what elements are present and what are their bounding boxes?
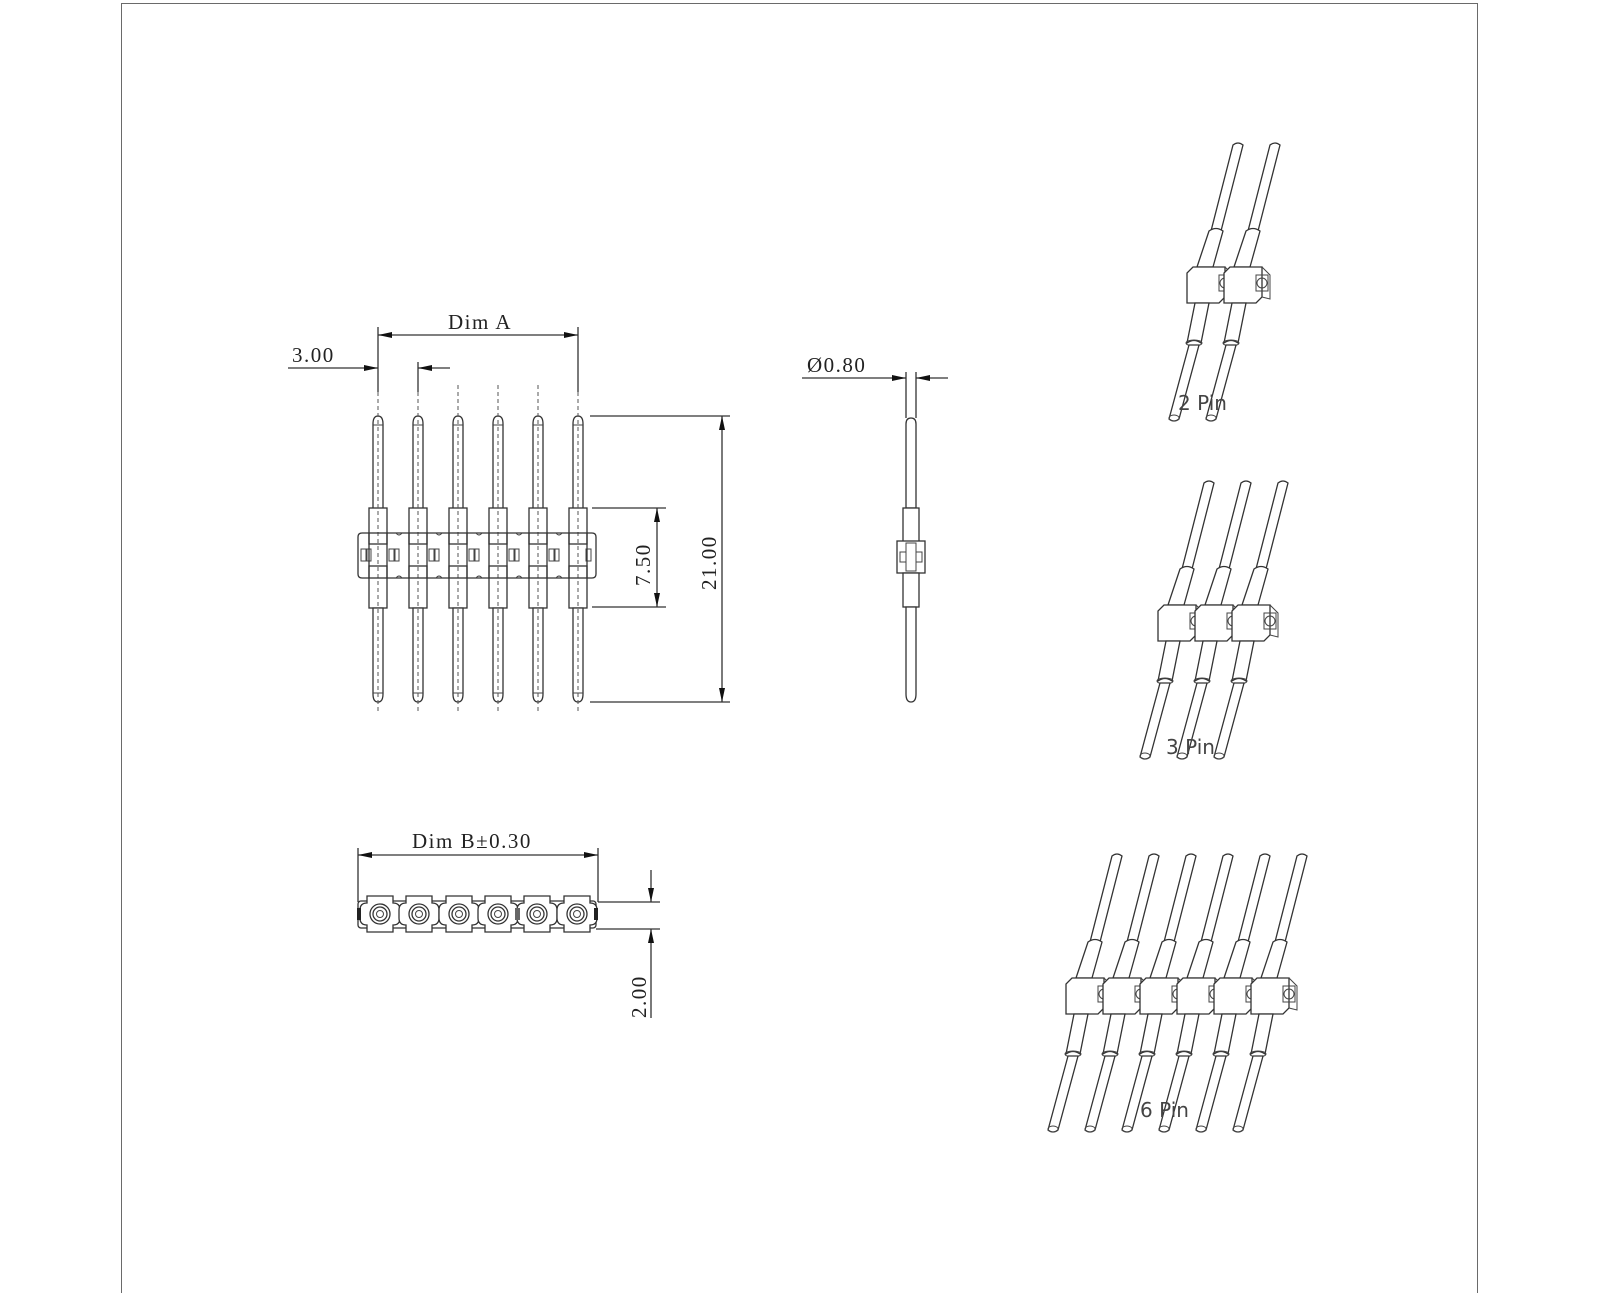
label-3-pin: 3 Pin [1166,735,1215,759]
pin-diameter-dimension: Ø0.80 [802,353,948,381]
isometric-2-pin: 2 Pin [1168,142,1281,422]
dim-a-dimension: Dim A [377,310,579,392]
label-6-pin: 6 Pin [1140,1098,1189,1122]
dim-a-label: Dim A [448,310,512,334]
pin-diameter-label: Ø0.80 [807,353,866,377]
body-height-dimension: 7.50 [592,507,666,608]
bottom-view [357,895,598,933]
pitch-dimension: 3.00 [288,343,450,392]
isometric-6-pin: 6 Pin [1047,853,1308,1133]
isometric-3-pin: 3 Pin [1139,480,1289,760]
label-2-pin: 2 Pin [1178,391,1227,415]
body-width-label: 2.00 [627,975,651,1018]
body-width-dimension: 2.00 [596,870,660,1018]
body-height-label: 7.50 [631,543,655,586]
pitch-label: 3.00 [292,343,335,367]
side-view [896,372,926,703]
dim-b-label: Dim B±0.30 [412,829,532,853]
front-view [357,384,597,713]
total-length-dimension: 21.00 [590,415,730,703]
dim-b-dimension: Dim B±0.30 [357,829,599,902]
total-length-label: 21.00 [697,535,721,590]
